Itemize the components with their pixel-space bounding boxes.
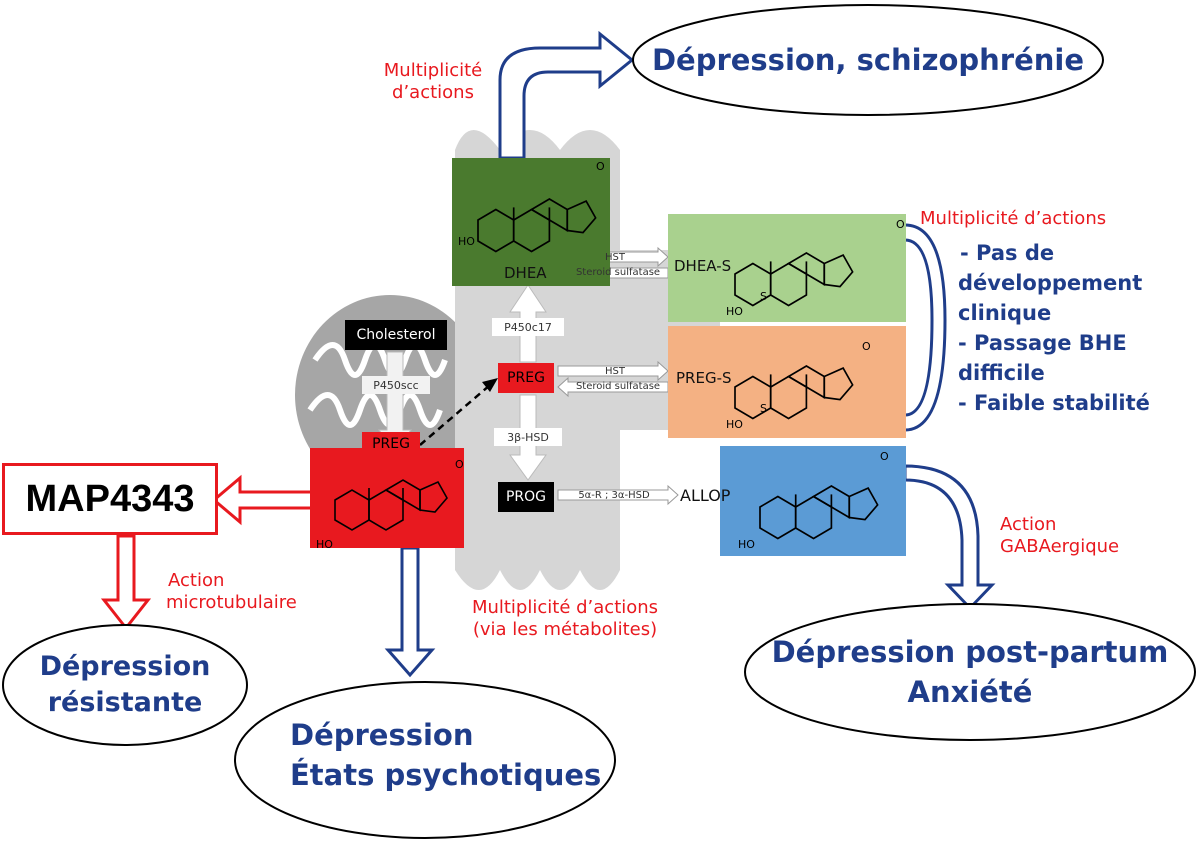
arrow-allop-to-postpartum bbox=[903, 464, 996, 611]
arrow-preg-to-psychotic bbox=[384, 546, 436, 678]
outcome-resistante-line-2: résistante bbox=[47, 687, 203, 718]
atom-o-allop: O bbox=[880, 450, 889, 463]
arrow-map-to-depression bbox=[100, 534, 152, 631]
preg-mito-label: PREG bbox=[362, 432, 420, 456]
label-multiplicite-bottom-line-2: (via les métabolites) bbox=[472, 619, 658, 640]
atom-o-dhea: O bbox=[596, 160, 605, 173]
ellipse-schizo bbox=[632, 4, 1104, 116]
atom-o-preg-s: O bbox=[862, 340, 871, 353]
enzyme-p450c17: P450c17 bbox=[492, 318, 564, 336]
limits-list: - Pas de développement clinique - Passag… bbox=[958, 238, 1150, 418]
limits-item-4: - Passage BHE bbox=[958, 331, 1127, 355]
dhea-label: DHEA bbox=[500, 262, 551, 284]
enzyme-3bhsd: 3β-HSD bbox=[494, 428, 562, 446]
bracket-curve bbox=[904, 223, 947, 432]
allop-label: ALLOP bbox=[680, 486, 731, 505]
outcome-postpartum-line-2: Anxiété bbox=[907, 675, 1033, 709]
label-multiplicite-top-line-2: d’actions bbox=[392, 82, 474, 103]
preg-mito-box bbox=[310, 448, 464, 548]
label-action-gaba-line-2: GABAergique bbox=[1000, 536, 1120, 557]
outcome-psycho-line-2: États psychotiques bbox=[290, 758, 602, 792]
outcome-postpartum: Dépression post-partum Anxiété bbox=[750, 622, 1190, 722]
label-action-micro-line-2: microtubulaire bbox=[166, 592, 297, 613]
atom-o-preg: O bbox=[455, 458, 464, 471]
enzyme-p450scc: P450scc bbox=[362, 376, 430, 394]
outcome-schizo-text: Dépression, schizophrénie bbox=[651, 43, 1085, 77]
prog-label: PROG bbox=[498, 482, 554, 512]
limits-item-6: - Faible stabilité bbox=[958, 391, 1150, 415]
enzyme-hst-2: HST bbox=[605, 365, 625, 377]
atom-ho-allop: HO bbox=[738, 538, 755, 551]
atom-ho-preg: HO bbox=[316, 538, 333, 551]
arrow-preg-to-map bbox=[211, 474, 314, 526]
ellipse-postpartum bbox=[744, 603, 1196, 741]
atom-oh-preg-s: HO bbox=[726, 418, 743, 431]
label-multiplicite-right: Multiplicité d’actions bbox=[920, 208, 1107, 229]
limits-item-5: difficile bbox=[958, 361, 1045, 385]
outcome-resistante-line-1: Dépression bbox=[39, 651, 211, 682]
label-multiplicite-top-line-1: Multiplicité bbox=[383, 60, 483, 81]
limits-item-1: - Pas de bbox=[960, 241, 1055, 265]
enzyme-reductase: 5α-R ; 3α-HSD bbox=[578, 489, 650, 501]
preg-s-label: PREG-S bbox=[676, 369, 732, 387]
outcome-postpartum-line-1: Dépression post-partum bbox=[771, 635, 1169, 669]
atom-s-preg-s: S bbox=[760, 402, 767, 415]
limits-item-3: clinique bbox=[958, 301, 1052, 325]
enzyme-sulfatase-1: Steroid sulfatase bbox=[575, 267, 661, 278]
label-action-gaba: Action GABAergique bbox=[1000, 514, 1119, 558]
dashed-arrow bbox=[419, 384, 491, 446]
dhea-s-label: DHEA-S bbox=[674, 257, 732, 275]
arrow-sulfatase-2 bbox=[557, 376, 669, 398]
arrow-prog-allop bbox=[557, 484, 679, 506]
atom-oh-dhea-s: HO bbox=[726, 305, 743, 318]
map4343-label: MAP4343 bbox=[25, 477, 195, 520]
label-action-micro-line-1: Action bbox=[168, 570, 225, 591]
outcome-psycho-line-1: Dépression bbox=[290, 718, 474, 752]
atom-ho-dhea: HO bbox=[458, 235, 475, 248]
preg-center-label: PREG bbox=[498, 363, 554, 393]
outcome-schizo: Dépression, schizophrénie bbox=[640, 20, 1096, 100]
arrow-hst-2 bbox=[557, 360, 669, 382]
label-action-micro: Action microtubulaire bbox=[166, 570, 297, 614]
atom-s-dhea-s: S bbox=[760, 290, 767, 303]
label-multiplicite-bottom-line-1: Multiplicité d’actions bbox=[471, 597, 659, 618]
atom-o-dhea-s: O bbox=[896, 218, 905, 231]
map4343-box: MAP4343 bbox=[2, 463, 218, 535]
enzyme-hst-1: HST bbox=[605, 251, 625, 263]
preg-s-box bbox=[668, 326, 906, 438]
outcome-resistante: Dépression résistante bbox=[5, 635, 245, 735]
limits-item-2: développement bbox=[958, 271, 1143, 295]
ellipse-psycho bbox=[234, 681, 616, 839]
label-multiplicite-top: Multiplicité d’actions bbox=[378, 60, 488, 104]
label-multiplicite-bottom: Multiplicité d’actions (via les métaboli… bbox=[450, 597, 680, 641]
cholesterol-label: Cholesterol bbox=[345, 320, 447, 350]
outcome-psycho: Dépression États psychotiques bbox=[240, 700, 610, 810]
label-action-gaba-line-1: Action bbox=[1000, 514, 1057, 535]
ellipse-resistante bbox=[2, 624, 248, 746]
enzyme-sulfatase-2: Steroid sulfatase bbox=[575, 381, 661, 392]
